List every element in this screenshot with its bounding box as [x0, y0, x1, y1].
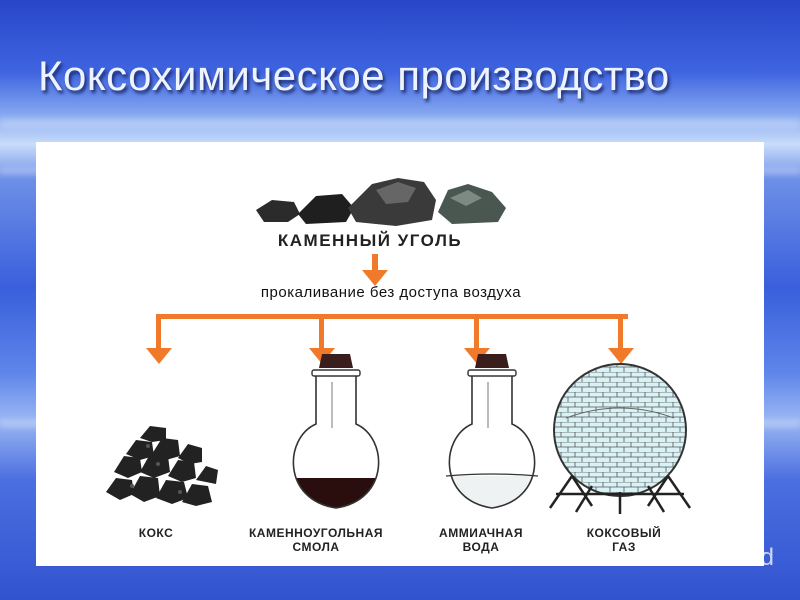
product-coke-label: КОКС	[116, 526, 196, 540]
flow-arrows	[146, 254, 634, 364]
flask-ammonia-illustration	[445, 354, 539, 509]
watermark-text: Shared	[696, 544, 774, 571]
product-ammonia-line2: ВОДА	[462, 540, 500, 554]
diagram-panel: КАМЕННЫЙ УГОЛЬ прокаливание без доступа …	[36, 142, 764, 566]
product-ammonia-line1: АММИАЧНАЯ	[439, 526, 523, 540]
product-tar-line2: СМОЛА	[292, 540, 340, 554]
slide-title: Коксохимическое производство	[38, 52, 670, 99]
gasholder-illustration	[548, 363, 692, 514]
flask-tar-illustration	[292, 354, 380, 509]
product-ammonia-label: АММИАЧНАЯ ВОДА	[406, 526, 556, 554]
process-label: прокаливание без доступа воздуха	[260, 284, 522, 301]
coal-label: КАМЕННЫЙ УГОЛЬ	[277, 231, 463, 250]
product-gas-line1: КОКСОВЫЙ	[586, 526, 662, 540]
diagram-graphic	[106, 178, 692, 514]
product-tar-line1: КАМЕННОУГОЛЬНАЯ	[248, 526, 383, 540]
coke-illustration	[106, 426, 218, 506]
product-gas-line2: ГАЗ	[612, 540, 636, 554]
product-tar-label: КАМЕННОУГОЛЬНАЯ СМОЛА	[216, 526, 416, 554]
watermark: ✳Shared	[680, 544, 774, 572]
watermark-logo-icon: ✳	[679, 549, 695, 569]
product-coke-line1: КОКС	[138, 526, 174, 540]
coal-illustration	[256, 178, 506, 226]
product-gas-label: КОКСОВЫЙ ГАЗ	[564, 526, 684, 554]
